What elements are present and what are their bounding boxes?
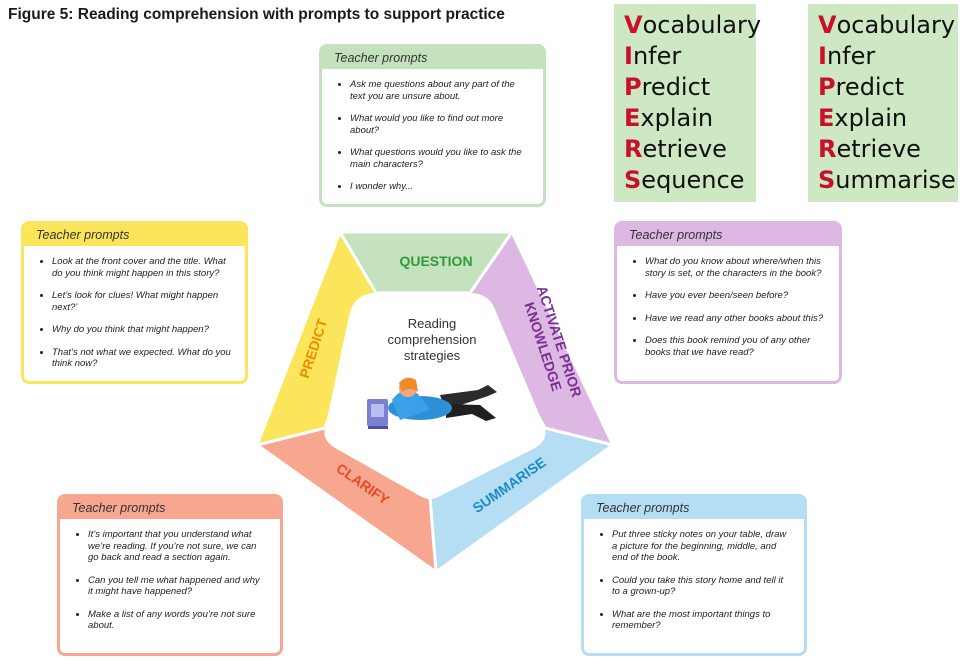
prompt-list: Put three sticky notes on your table, dr…: [584, 519, 804, 649]
viper-word: Retrieve: [818, 134, 950, 165]
prompt-item: That’s not what we expected. What do you…: [52, 347, 231, 370]
viper-initial: S: [818, 166, 836, 194]
viper-initial: E: [624, 104, 641, 132]
viper-initial: S: [624, 166, 642, 194]
card-heading: Teacher prompts: [584, 497, 804, 519]
card-predict-prompts: Teacher promptsLook at the front cover a…: [21, 221, 248, 384]
card-heading: Teacher prompts: [322, 47, 543, 69]
viper-word: Vocabulary: [818, 10, 955, 41]
prompt-item: Ask me questions about any part of the t…: [350, 79, 529, 102]
prompt-list: It’s important that you understand what …: [60, 519, 280, 649]
viper-initial: P: [818, 73, 836, 101]
viper-word: Explain: [818, 103, 950, 134]
prompt-item: Does this book remind you of any other b…: [645, 335, 825, 358]
card-summarise-prompts: Teacher promptsPut three sticky notes on…: [581, 494, 807, 656]
viper-word-rest: nfer: [632, 42, 682, 70]
prompt-item: What are the most important things to re…: [612, 609, 790, 632]
viper-word: Infer: [624, 41, 748, 72]
prompt-item: Have you ever been/seen before?: [645, 290, 825, 302]
viper-initial: P: [624, 73, 642, 101]
viper-word-rest: nfer: [826, 42, 876, 70]
viper-word: Predict: [624, 72, 748, 103]
prompt-item: Why do you think that might happen?: [52, 324, 231, 336]
viper-initial: E: [818, 104, 835, 132]
viper-word: Summarise: [818, 165, 956, 196]
prompt-item: Make a list of any words you’re not sure…: [88, 609, 266, 632]
prompt-item: It’s important that you understand what …: [88, 529, 266, 564]
viper-word-rest: xplain: [640, 104, 714, 132]
viper-word-rest: etrieve: [642, 135, 727, 163]
prompt-list: What do you know about where/when this s…: [617, 246, 839, 375]
prompt-list: Look at the front cover and the title. W…: [24, 246, 245, 381]
viper-initial: R: [818, 135, 837, 163]
viper-word-rest: equence: [641, 166, 745, 194]
prompt-item: What do you know about where/when this s…: [645, 256, 825, 279]
prompt-item: Could you take this story home and tell …: [612, 575, 790, 598]
viper-initial: I: [624, 42, 633, 70]
viper-initial: R: [624, 135, 643, 163]
label-question: QUESTION: [399, 253, 472, 269]
prompt-item: What would you like to find out more abo…: [350, 113, 529, 136]
prompt-list: Ask me questions about any part of the t…: [322, 69, 543, 204]
viper-word: Predict: [818, 72, 950, 103]
card-activate-prompts: Teacher promptsWhat do you know about wh…: [614, 221, 842, 384]
viper-word: Retrieve: [624, 134, 748, 165]
prompt-item: Let’s look for clues! What might happen …: [52, 290, 231, 313]
prompt-item: Have we read any other books about this?: [645, 313, 825, 325]
prompt-item: What questions would you like to ask the…: [350, 147, 529, 170]
viper-initial: V: [624, 11, 643, 39]
viper-word-rest: xplain: [834, 104, 908, 132]
card-heading: Teacher prompts: [617, 224, 839, 246]
center-text-line1: Reading: [408, 316, 456, 331]
card-heading: Teacher prompts: [24, 224, 245, 246]
card-clarify-prompts: Teacher promptsIt’s important that you u…: [57, 494, 283, 656]
viper-word-rest: etrieve: [836, 135, 921, 163]
viper-initial: V: [818, 11, 837, 39]
viper-word: Sequence: [624, 165, 748, 196]
center-text-line2: comprehension: [388, 332, 477, 347]
figure-title: Figure 5: Reading comprehension with pro…: [8, 6, 505, 23]
viper-word-rest: ummarise: [835, 166, 956, 194]
viper-word-rest: ocabulary: [836, 11, 956, 39]
prompt-item: Put three sticky notes on your table, dr…: [612, 529, 790, 564]
prompt-item: Can you tell me what happened and why it…: [88, 575, 266, 598]
card-heading: Teacher prompts: [60, 497, 280, 519]
center-text-line3: strategies: [404, 348, 461, 363]
card-question-prompts: Teacher promptsAsk me questions about an…: [319, 44, 546, 207]
viper-word: Explain: [624, 103, 748, 134]
reading-child-illustration: [367, 377, 497, 429]
prompt-item: Look at the front cover and the title. W…: [52, 256, 231, 279]
viper-word: Vocabulary: [624, 10, 761, 41]
viper-word-rest: redict: [641, 73, 711, 101]
center-pentagon: [324, 293, 546, 499]
viper-word-rest: redict: [835, 73, 905, 101]
viper-initial: I: [818, 42, 827, 70]
prompt-item: I wonder why...: [350, 181, 529, 193]
viper-word-rest: ocabulary: [642, 11, 762, 39]
viper-word: Infer: [818, 41, 950, 72]
